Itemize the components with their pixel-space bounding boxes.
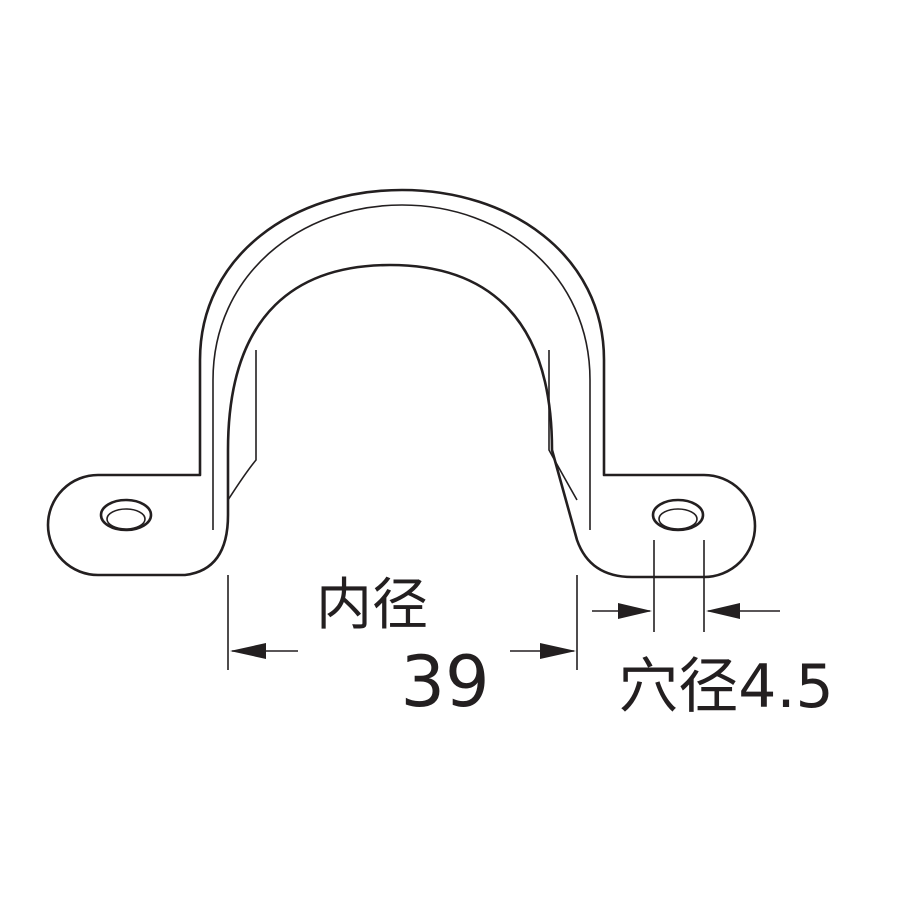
mounting-holes	[99, 498, 705, 532]
hole-diameter-arrow-left	[618, 603, 652, 619]
right-mounting-hole	[651, 498, 705, 532]
inner-diameter-label: 内径	[316, 573, 428, 638]
hole-diameter-dimension: 穴径4.5	[592, 540, 834, 722]
saddle-inner-edge-right	[548, 350, 578, 501]
left-mounting-hole	[99, 498, 153, 532]
inner-diameter-value: 39	[400, 641, 489, 723]
saddle-band	[46, 188, 757, 579]
saddle-inner-edge-left	[227, 350, 257, 501]
hole-diameter-arrow-right	[706, 603, 740, 619]
saddle-outer-contour	[46, 188, 757, 579]
inner-diameter-arrow-right	[540, 643, 576, 659]
hole-diameter-label: 穴径4.5	[618, 652, 833, 722]
inner-diameter-arrow-left	[230, 643, 266, 659]
saddle-thickness-line	[212, 204, 591, 530]
right-mounting-hole-inner	[658, 508, 698, 530]
inner-diameter-dimension: 内径 39	[227, 573, 578, 723]
left-mounting-hole-inner	[106, 508, 146, 530]
